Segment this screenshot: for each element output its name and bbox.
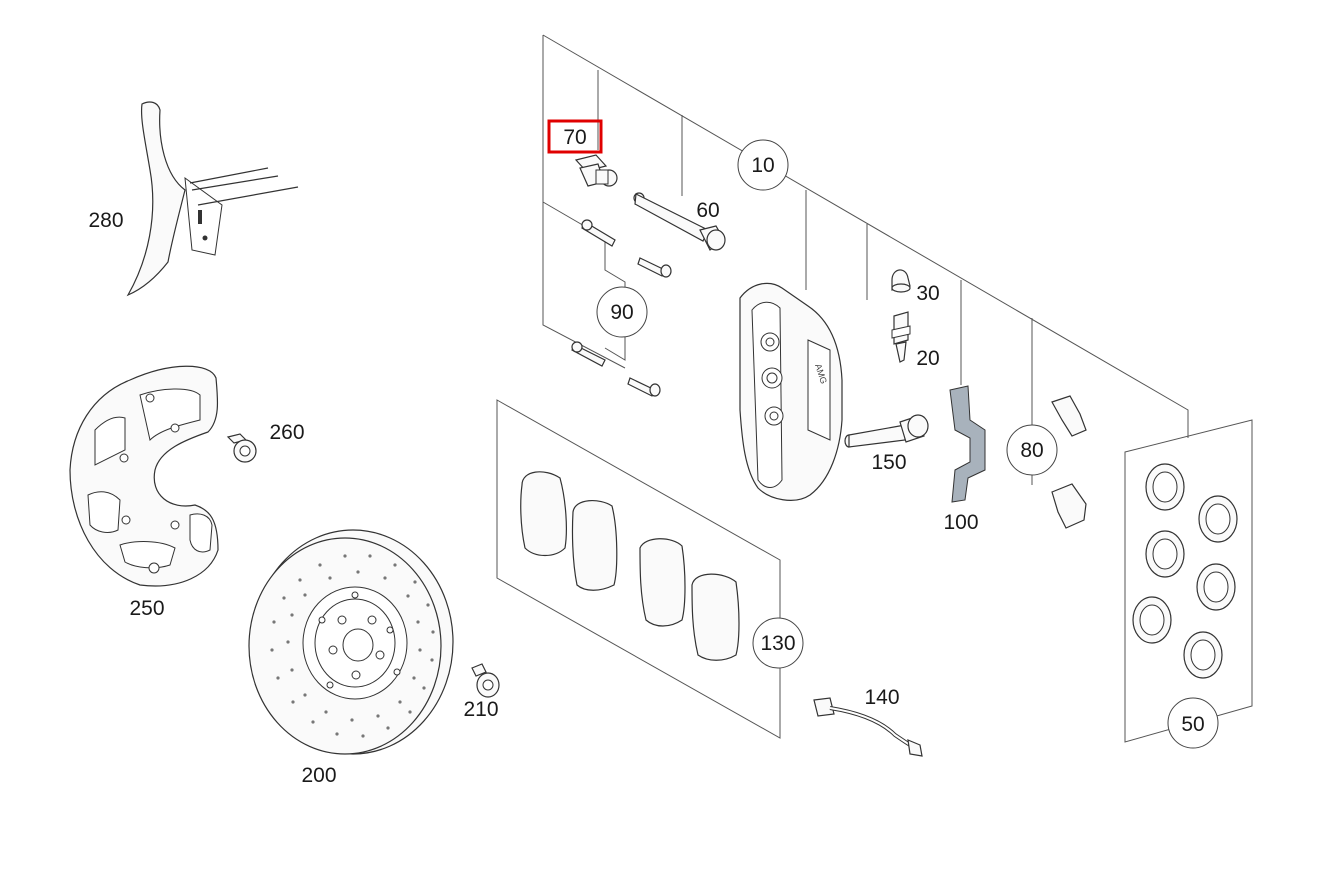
part-280-shield-bracket[interactable] <box>126 101 299 297</box>
part-250-brake-disc-shield[interactable] <box>69 365 219 587</box>
part-130-brake-pads[interactable] <box>520 471 740 661</box>
callout-60[interactable]: 60 <box>696 199 719 222</box>
part-60-caliper-bolt[interactable] <box>633 192 726 251</box>
callout-210[interactable]: 210 <box>463 698 498 721</box>
part-150-guide-pin[interactable] <box>844 414 929 448</box>
part-90-bolts[interactable] <box>571 219 672 397</box>
highlight-box <box>547 119 603 154</box>
part-20-bleeder-valve[interactable] <box>891 311 911 363</box>
part-10-brake-caliper[interactable]: AMG <box>739 282 843 501</box>
callout-140[interactable]: 140 <box>864 686 899 709</box>
part-100-spring-plate[interactable] <box>949 385 986 503</box>
callout-260[interactable]: 260 <box>269 421 304 444</box>
part-70-bleeder-screw[interactable] <box>574 154 618 187</box>
part-30-cap[interactable] <box>891 269 911 293</box>
callout-20[interactable]: 20 <box>916 347 939 370</box>
callout-250[interactable]: 250 <box>129 597 164 620</box>
callout-50[interactable]: 50 <box>1181 713 1204 736</box>
callout-30[interactable]: 30 <box>916 282 939 305</box>
part-210-screw[interactable] <box>471 663 500 698</box>
callout-280[interactable]: 280 <box>88 209 123 232</box>
callout-100[interactable]: 100 <box>943 511 978 534</box>
callout-80[interactable]: 80 <box>1020 439 1043 462</box>
callout-200[interactable]: 200 <box>301 764 336 787</box>
part-50-pistons[interactable] <box>1132 463 1238 679</box>
part-80-clips[interactable] <box>1051 395 1087 529</box>
callout-90[interactable]: 90 <box>610 301 633 324</box>
part-200-brake-disc[interactable] <box>248 529 454 755</box>
callout-150[interactable]: 150 <box>871 451 906 474</box>
callout-circles <box>596 139 1219 749</box>
callout-70[interactable]: 70 <box>563 126 586 149</box>
callout-130[interactable]: 130 <box>760 632 795 655</box>
callout-10[interactable]: 10 <box>751 154 774 177</box>
part-140-wear-sensor[interactable] <box>813 697 923 757</box>
part-260-screw[interactable] <box>226 433 257 463</box>
